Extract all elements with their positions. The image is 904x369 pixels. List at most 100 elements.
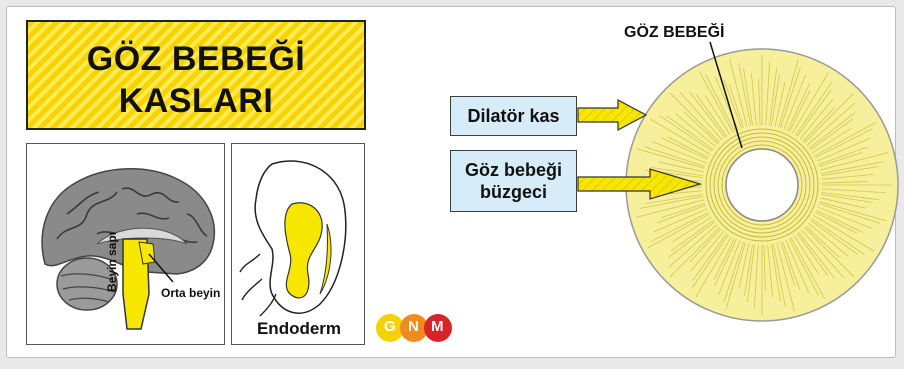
- iris-fiber: [704, 95, 731, 135]
- iris-fiber: [763, 244, 766, 291]
- iris-fiber: [728, 84, 744, 129]
- title-line-2: KASLARI: [118, 82, 274, 120]
- iris-fiber: [723, 79, 742, 129]
- iris-fiber: [809, 112, 856, 149]
- iris-fiber: [820, 197, 866, 209]
- iris-fiber: [802, 107, 835, 142]
- iris-fiber: [758, 79, 761, 126]
- iris-fiber: [804, 92, 855, 143]
- iris-fiber: [810, 118, 853, 151]
- iris-fiber: [815, 128, 873, 159]
- iris-fiber: [780, 241, 796, 286]
- iris-fiber: [799, 98, 834, 140]
- iris-fiber: [821, 193, 873, 203]
- iris-fiber: [738, 63, 752, 127]
- iris-fiber: [816, 137, 871, 162]
- brain-panel: Beyin sapı Orta beyin: [26, 143, 225, 345]
- iris-fiber: [770, 244, 781, 302]
- iris-fiber: [679, 91, 723, 141]
- iris-fiber: [788, 238, 819, 296]
- iris-fiber: [660, 137, 708, 160]
- iris-fiber: [817, 206, 872, 229]
- iris-fiber: [772, 243, 786, 307]
- iris-fiber: [785, 239, 810, 294]
- iris-fiber: [807, 222, 849, 257]
- iris-fiber: [713, 238, 736, 280]
- iris-fiber: [690, 230, 725, 272]
- iris-fiber: [649, 118, 711, 155]
- iris-fiber: [669, 92, 720, 143]
- iris-fiber: [812, 127, 852, 154]
- iris-fiber: [820, 152, 889, 171]
- dilator-label: Dilatör kas: [467, 105, 560, 126]
- iris-fiber: [753, 244, 759, 309]
- embryo-illustration: [239, 160, 347, 317]
- iris-fiber: [820, 161, 884, 175]
- iris-fiber: [811, 218, 865, 255]
- endoderm-label: Endoderm: [256, 319, 342, 338]
- brain-illustration: [41, 168, 215, 330]
- iris-fiber: [806, 102, 856, 146]
- sphincter-label-box: Göz bebeği büzgeci: [450, 150, 577, 212]
- iris-fiber: [635, 199, 704, 218]
- iris-fiber: [669, 227, 720, 278]
- iris-fiber: [782, 241, 801, 291]
- iris-fiber: [770, 74, 780, 126]
- iris-fiber: [640, 195, 704, 209]
- iris-fiber: [651, 211, 709, 242]
- iris-fiber: [692, 234, 729, 288]
- iris-fiber: [815, 211, 857, 234]
- iris-fiber: [692, 233, 728, 281]
- iris-fiber: [725, 242, 746, 310]
- iris-fiber: [675, 113, 717, 148]
- pupil-label: GÖZ BEBEĞİ: [624, 24, 725, 41]
- iris-fiber: [796, 89, 832, 137]
- iris-fiber: [668, 224, 718, 268]
- iris-fiber: [804, 227, 855, 278]
- iris-fiber: [744, 244, 754, 296]
- iris-fiber: [780, 66, 801, 129]
- iris-fiber: [801, 229, 845, 279]
- iris-fiber: [805, 225, 840, 258]
- iris-fiber: [652, 141, 707, 164]
- iris-fiber: [774, 81, 786, 127]
- iris-fiber: [813, 215, 875, 252]
- iris-fiber: [689, 91, 726, 138]
- iris-fiber: [816, 210, 864, 233]
- sphincter-label-line-2: büzgeci: [479, 182, 547, 202]
- iris-fiber: [814, 121, 877, 157]
- iris-fiber: [765, 61, 771, 126]
- iris-fiber: [667, 136, 709, 159]
- iris-fiber: [659, 115, 713, 152]
- iris-fiber: [787, 83, 810, 131]
- iris-fiber: [796, 233, 829, 276]
- orta-beyin-label: Orta beyin: [161, 286, 221, 300]
- iris-fiber: [689, 228, 722, 263]
- iris-fiber: [705, 74, 736, 132]
- sphincter-label-line-1: Göz bebeği: [464, 159, 562, 180]
- iris-fiber: [643, 146, 706, 167]
- iris-fiber: [769, 67, 778, 126]
- iris-fiber: [645, 193, 703, 204]
- iris-fiber: [788, 90, 811, 132]
- iris-fiber: [647, 213, 710, 249]
- iris-fiber: [698, 70, 734, 133]
- iris-fiber: [821, 166, 879, 177]
- iris-fiber: [810, 219, 858, 255]
- iris-fiber: [818, 203, 881, 224]
- iris-fiber: [684, 112, 719, 145]
- iris-fiber: [792, 72, 829, 134]
- iris-fiber: [723, 241, 744, 304]
- iris-fiber: [651, 167, 703, 177]
- iris-fiber: [656, 205, 706, 224]
- iris-fiber: [819, 201, 887, 222]
- logo-letter-n: N: [408, 318, 419, 335]
- iris-fiber: [714, 239, 737, 287]
- iris-fiber: [672, 216, 712, 243]
- logo-letter-g: G: [384, 318, 396, 335]
- iris-fiber: [798, 232, 835, 279]
- iris-fiber: [738, 243, 750, 289]
- iris-fiber: [668, 221, 715, 258]
- iris-fiber: [653, 208, 708, 233]
